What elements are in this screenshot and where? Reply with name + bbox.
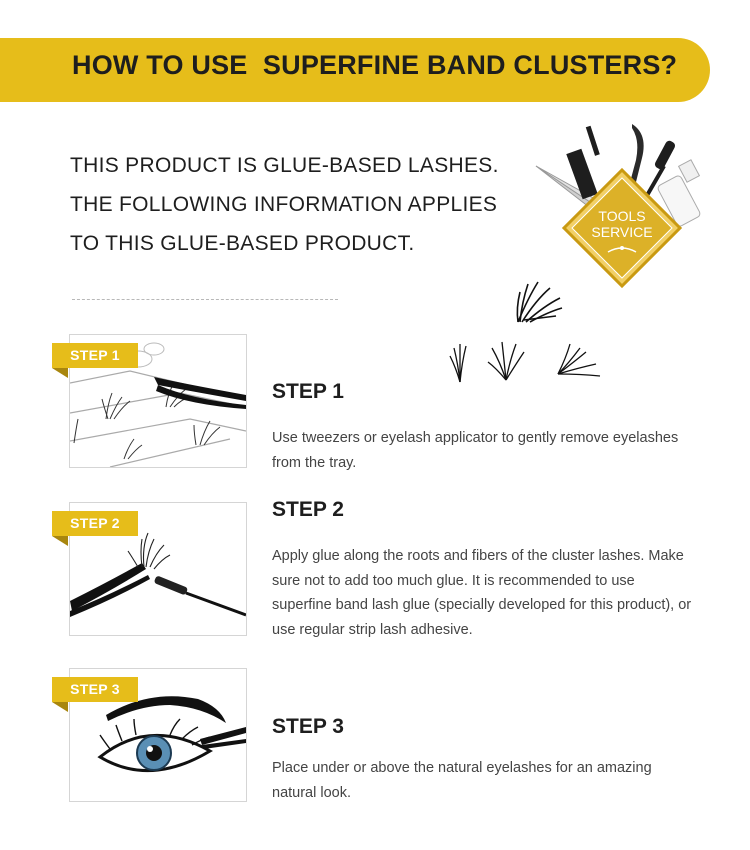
page-title: HOW TO USE SUPERFINE BAND CLUSTERS? — [72, 50, 678, 80]
badge-line: TOOLS — [598, 208, 646, 224]
lash-cluster-icon — [557, 343, 601, 377]
mascara-tube-icon — [566, 125, 600, 200]
intro-line: THE FOLLOWING INFORMATION APPLIES — [70, 193, 498, 216]
tools-service-illustration — [535, 124, 701, 289]
lash-cluster-icon — [516, 281, 563, 323]
glue-wand-icon — [70, 532, 246, 617]
intro-text: THIS PRODUCT IS GLUE-BASED LASHES. THE F… — [70, 146, 499, 263]
step-1-text: Use tweezers or eyelash applicator to ge… — [272, 430, 679, 471]
step-tag-fold — [52, 536, 68, 546]
step-2-heading: STEP 2 — [272, 498, 344, 521]
step-3-heading: STEP 3 — [272, 715, 344, 738]
step-2-text: Apply glue along the roots and fibers of… — [272, 548, 692, 638]
title-banner — [0, 38, 710, 102]
step-3-tag: STEP 3 — [52, 677, 138, 702]
lash-clusters-illustration — [449, 281, 601, 383]
lash-cluster-icon — [449, 344, 467, 383]
dashed-divider — [72, 299, 338, 300]
step-tag-fold — [52, 368, 68, 378]
step-2-tag: STEP 2 — [52, 511, 138, 536]
diamond-badge — [561, 167, 683, 289]
eye-application-icon — [97, 696, 246, 773]
tools-service-badge-label: TOOLS SERVICE — [578, 208, 666, 240]
spray-bottle-icon — [657, 159, 701, 227]
step-1-tag: STEP 1 — [52, 343, 138, 368]
step-3-text: Place under or above the natural eyelash… — [272, 760, 652, 801]
intro-line: THIS PRODUCT IS GLUE-BASED LASHES. — [70, 154, 499, 177]
step-1-heading: STEP 1 — [272, 380, 344, 403]
curved-tweezers-icon — [622, 124, 644, 214]
step-tag-fold — [52, 702, 68, 712]
badge-line: SERVICE — [591, 224, 653, 240]
intro-line: TO THIS GLUE-BASED PRODUCT. — [70, 232, 415, 255]
lash-cluster-icon — [487, 341, 525, 381]
lash-tray-tweezers-icon — [70, 342, 246, 467]
